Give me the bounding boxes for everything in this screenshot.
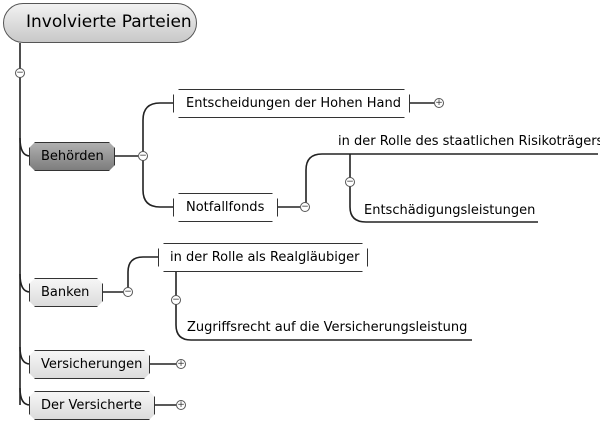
- branch-versicherte[interactable]: Der Versicherte: [29, 391, 155, 420]
- node-label: Notfallfonds: [186, 200, 265, 215]
- node-label: Zugriffsrecht auf die Versicherungsleist…: [187, 320, 468, 335]
- minus-icon: −: [124, 287, 132, 297]
- collapse-toggle-risikotraeger[interactable]: −: [345, 177, 355, 187]
- minus-icon: −: [139, 151, 147, 161]
- minus-icon: −: [172, 295, 180, 305]
- branch-behoerden[interactable]: Behörden: [29, 142, 115, 171]
- root-label: Involvierte Parteien: [26, 12, 192, 32]
- plus-icon: +: [177, 400, 185, 410]
- branch-label: Der Versicherte: [41, 398, 142, 413]
- node-entschaedigung[interactable]: Entschädigungsleistungen: [364, 203, 535, 218]
- expand-toggle-versicherungen[interactable]: +: [176, 359, 186, 369]
- branch-label: Behörden: [41, 149, 104, 164]
- minus-icon: −: [16, 68, 24, 78]
- collapse-toggle-realglaeubiger[interactable]: −: [171, 295, 181, 305]
- node-label: Entscheidungen der Hohen Hand: [186, 96, 401, 111]
- expand-toggle-entscheidungen[interactable]: +: [434, 98, 444, 108]
- collapse-toggle-root[interactable]: −: [15, 68, 25, 78]
- branch-label: Banken: [41, 285, 90, 300]
- minus-icon: −: [301, 202, 309, 212]
- branch-banken[interactable]: Banken: [29, 278, 103, 307]
- minus-icon: −: [346, 177, 354, 187]
- branch-versicherungen[interactable]: Versicherungen: [29, 350, 150, 379]
- node-zugriffsrecht[interactable]: Zugriffsrecht auf die Versicherungsleist…: [187, 320, 467, 335]
- node-notfallfonds[interactable]: Notfallfonds: [173, 193, 278, 222]
- branch-label: Versicherungen: [41, 357, 143, 372]
- collapse-toggle-banken[interactable]: −: [123, 287, 133, 297]
- node-label: in der Rolle als Realgläubiger: [170, 250, 360, 265]
- plus-icon: +: [435, 98, 443, 108]
- collapse-toggle-notfallfonds[interactable]: −: [300, 202, 310, 212]
- node-entscheidungen[interactable]: Entscheidungen der Hohen Hand: [173, 89, 410, 118]
- node-rolle-realglaeubiger[interactable]: in der Rolle als Realgläubiger: [158, 243, 368, 272]
- expand-toggle-versicherte[interactable]: +: [176, 400, 186, 410]
- root-node[interactable]: Involvierte Parteien: [3, 3, 197, 43]
- node-label: in der Rolle des staatlichen Risikoträge…: [338, 134, 600, 149]
- plus-icon: +: [177, 359, 185, 369]
- node-rolle-risikotraeger[interactable]: in der Rolle des staatlichen Risikoträge…: [338, 134, 600, 149]
- node-label: Entschädigungsleistungen: [364, 203, 536, 218]
- collapse-toggle-behoerden[interactable]: −: [138, 151, 148, 161]
